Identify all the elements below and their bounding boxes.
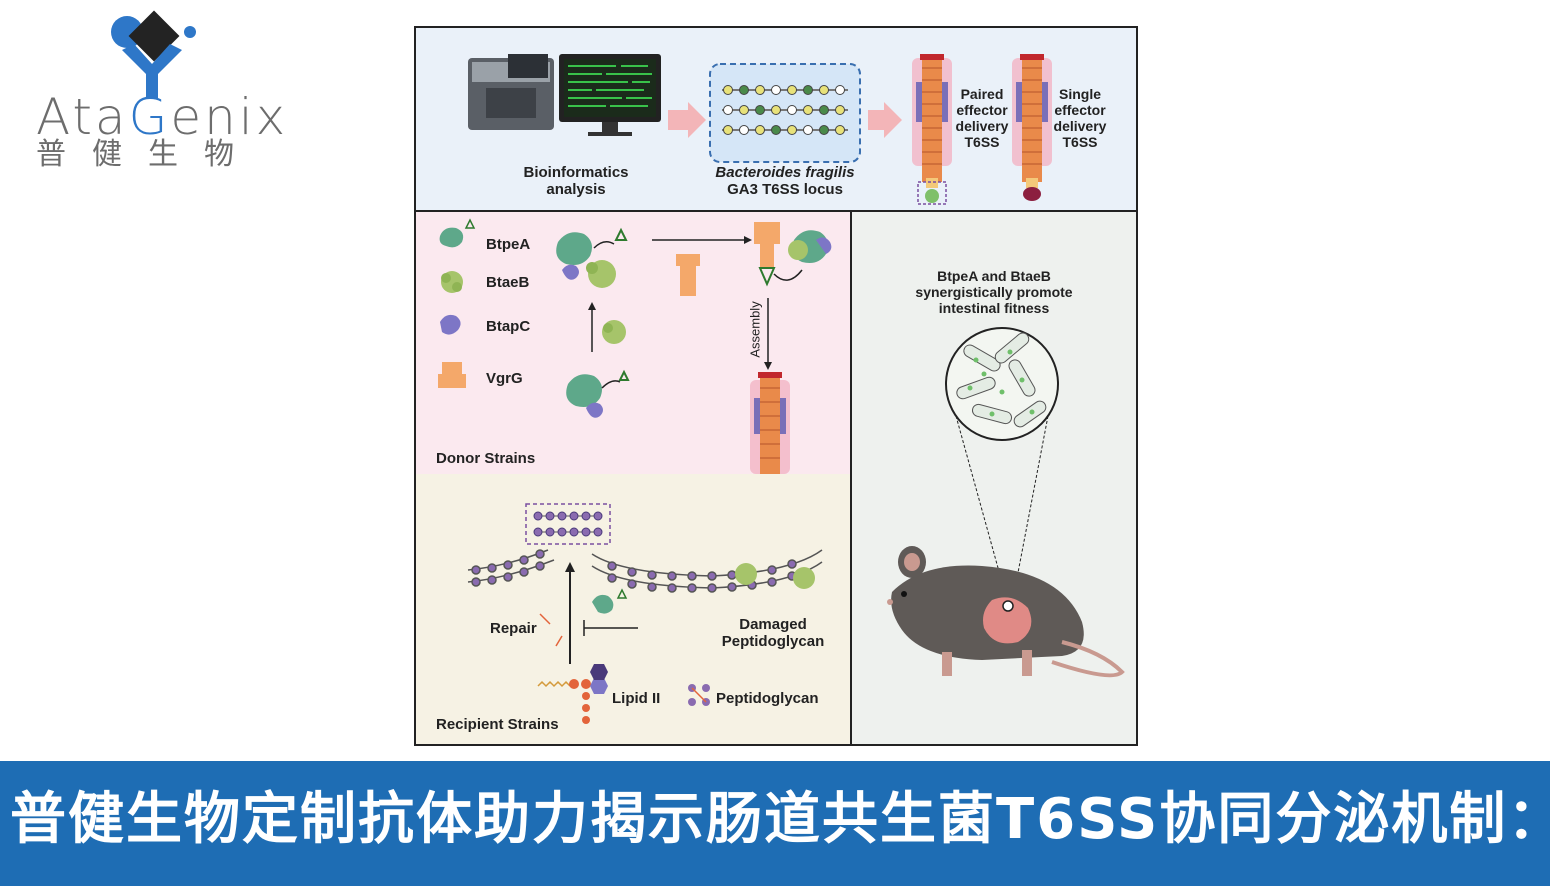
atagenix-logo <box>30 10 300 185</box>
lipid-ii-icon <box>537 664 608 724</box>
bioinformatics-line2: analysis <box>546 181 606 199</box>
gut-microbe-circle <box>945 327 1059 441</box>
mouse-panel: BtpeA and BtaeB synergistically promote … <box>852 212 1136 744</box>
single-t6ss-icon <box>1012 54 1052 201</box>
paired-t6ss-icon <box>912 54 952 205</box>
brand-post: enix <box>170 88 289 146</box>
repaired-peptidoglycan-box <box>525 503 611 545</box>
single-line2: effector <box>1054 102 1106 119</box>
vgrg-loaded-icon <box>754 222 832 287</box>
figure: Bioinformatics analysis Bacteroides frag… <box>414 26 1138 746</box>
damaged-label: Damaged Peptidoglycan <box>708 616 838 651</box>
paired-label: Paired effector delivery T6SS <box>952 86 1012 150</box>
title-banner <box>0 761 1550 886</box>
top-panel: Bioinformatics analysis Bacteroides frag… <box>416 28 1136 212</box>
vgrg-icon <box>438 362 466 388</box>
btapc-icon <box>440 314 461 335</box>
legend-btaeb: BtaeB <box>486 274 530 291</box>
btaeb-small-icon <box>602 320 626 344</box>
btaeb-icon <box>441 271 463 293</box>
damaged-line1: Damaged <box>739 616 807 633</box>
btaeb-bound-icon <box>735 563 815 589</box>
lipid-label: Lipid II <box>612 690 661 707</box>
assembled-t6ss-icon <box>750 372 790 474</box>
effector-complex-icon <box>556 227 628 288</box>
monitor-icon <box>559 54 661 136</box>
donor-panel: BtpeA BtaeB BtapC VgrG Assembly Donor St… <box>416 212 852 474</box>
legend-vgrg: VgrG <box>486 370 523 387</box>
brand-chinese: 普健生物 <box>36 137 260 172</box>
vgrg-standalone-icon <box>676 254 700 296</box>
mouse-caption-line3: intestinal fitness <box>938 300 1050 317</box>
peptidoglycan-legend-icon <box>688 684 710 706</box>
single-line3: delivery <box>1053 118 1107 135</box>
brand-accent: G <box>128 88 171 146</box>
logo-mark-icon <box>111 10 196 98</box>
btpea-inhibitor-icon <box>592 588 628 614</box>
legend-btpea: BtpeA <box>486 236 531 253</box>
paired-line3: delivery <box>955 118 1009 135</box>
locus-label: Bacteroides fragilis GA3 T6SS locus <box>705 164 865 199</box>
sequencer-icon <box>468 54 554 130</box>
bioinformatics-label: Bioinformatics analysis <box>516 164 636 199</box>
top-illustrations <box>468 54 1052 205</box>
btpea-btapc-complex-icon <box>566 369 630 418</box>
assembly-label: Assembly <box>747 301 763 358</box>
paired-line4: T6SS <box>964 134 1000 151</box>
single-line4: T6SS <box>1062 134 1098 151</box>
donor-title: Donor Strains <box>436 450 536 467</box>
locus-line1: Bacteroides fragilis <box>715 164 855 181</box>
peptidoglycan-chain-right <box>591 549 823 593</box>
donor-illustrations <box>438 218 832 474</box>
legend-btapc: BtapC <box>486 318 531 335</box>
peptidoglycan-label: Peptidoglycan <box>716 690 819 707</box>
peptidoglycan-chain-left <box>467 549 555 587</box>
recipient-illustrations <box>467 503 823 724</box>
mouse-caption-line2: synergistically promote <box>915 284 1073 301</box>
mouse-caption: BtpeA and BtaeB synergistically promote … <box>894 268 1094 316</box>
banner-title: 普健生物定制抗体助力揭示肠道共生菌T6SS协同分泌机制： <box>10 787 1550 852</box>
mouse-caption-line1: BtpeA and BtaeB <box>937 268 1051 284</box>
repair-label: Repair <box>490 620 537 637</box>
single-line1: Single <box>1058 86 1101 102</box>
recipient-title: Recipient Strains <box>436 716 559 733</box>
mouse-icon <box>887 546 1125 678</box>
mouse-illustrations <box>887 327 1125 678</box>
repair-lipid-icon <box>539 613 563 647</box>
pink-arrow-icon <box>668 102 706 138</box>
recipient-panel: Repair Damaged Peptidoglycan Lipid II Pe… <box>416 474 852 744</box>
btpea-icon <box>439 218 476 248</box>
damaged-line2: Peptidoglycan <box>721 633 825 651</box>
repaired-chain-icon <box>533 511 603 537</box>
locus-diagram <box>709 63 861 163</box>
locus-line2: GA3 T6SS locus <box>727 181 843 199</box>
zoom-line-right <box>1011 415 1049 605</box>
brand-name: AtaGenix <box>36 92 288 142</box>
brand-pre: Ata <box>36 88 129 146</box>
bioinformatics-line1: Bioinformatics <box>523 164 629 181</box>
paired-line1: Paired <box>960 86 1004 102</box>
single-label: Single effector delivery T6SS <box>1050 86 1110 150</box>
pink-arrow-icon-2 <box>868 102 902 138</box>
paired-line2: effector <box>956 102 1008 119</box>
